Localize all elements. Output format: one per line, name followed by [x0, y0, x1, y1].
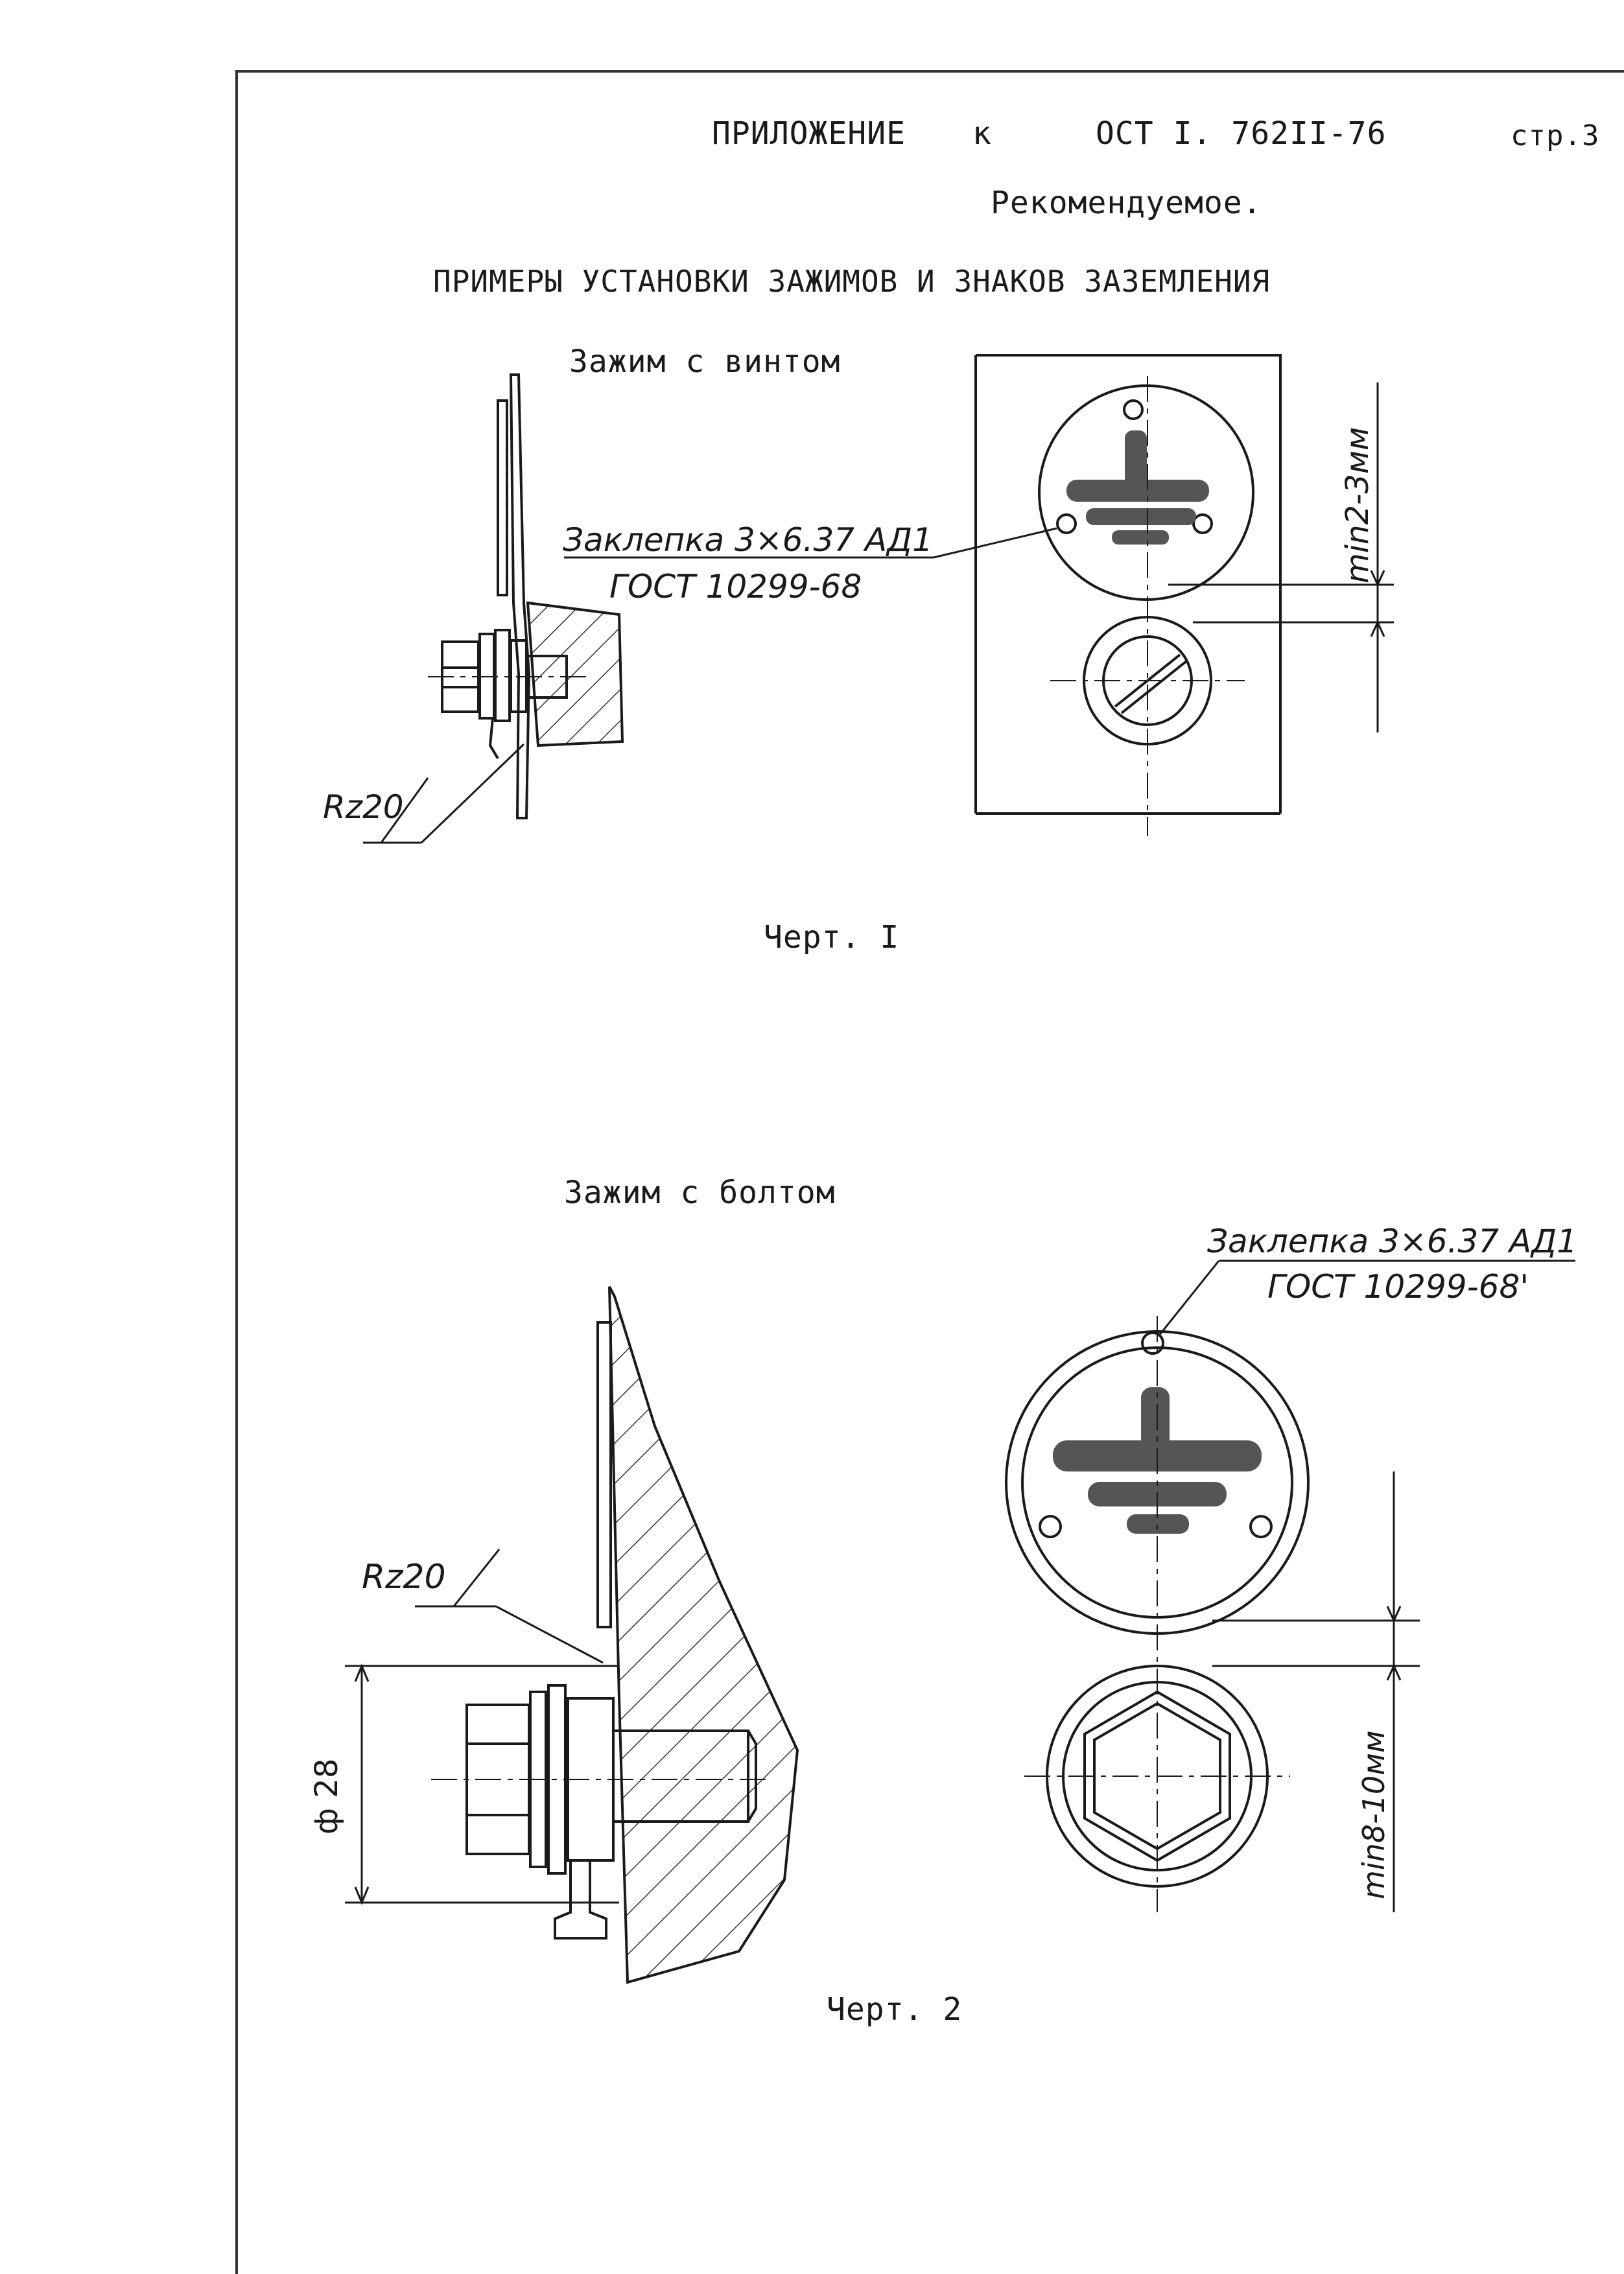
frame-left-border [235, 70, 238, 2274]
appendix-to: к [972, 115, 992, 152]
standard-number: ОСТ I. 762II-76 [1096, 115, 1387, 152]
page-number: стр.3 [1511, 119, 1600, 152]
figure1-roughness: Rz20 [323, 788, 404, 826]
figure1-label: Черт. I [764, 919, 900, 955]
figure2-roughness: Rz20 [362, 1558, 446, 1597]
figure2-diameter: ф 28 [309, 1759, 345, 1834]
earth-symbol-icon [1066, 430, 1209, 545]
figure2-front-view [1005, 1260, 1575, 1912]
figure1-dimension: min2-3мм [1339, 427, 1376, 583]
figure2-dimension: min8-10мм [1356, 1730, 1391, 1899]
recommended-label: Рекомендуемое. [991, 185, 1262, 221]
frame-top-border [237, 70, 1624, 73]
figure1-front-view [564, 354, 1394, 836]
figure2-rivet-spec: Заклепка 3×6.37 АД1 [1207, 1223, 1577, 1260]
figure1-caption: Зажим с винтом [569, 344, 841, 380]
figure2-rivet-standard: ГОСТ 10299-68' [1267, 1268, 1529, 1306]
appendix-label: ПРИЛОЖЕНИЕ [712, 115, 906, 152]
figure2-side-view [345, 1286, 799, 1984]
figure2-label: Черт. 2 [827, 1991, 963, 2028]
figure1-side-view [363, 373, 624, 844]
figure1-rivet-spec: Заклепка 3×6.37 АД1 [563, 521, 933, 559]
figure2-caption: Зажим с болтом [564, 1175, 836, 1211]
figure1-rivet-standard: ГОСТ 10299-68 [609, 568, 862, 605]
page-title: ПРИМЕРЫ УСТАНОВКИ ЗАЖИМОВ И ЗНАКОВ ЗАЗЕМ… [433, 264, 1271, 299]
